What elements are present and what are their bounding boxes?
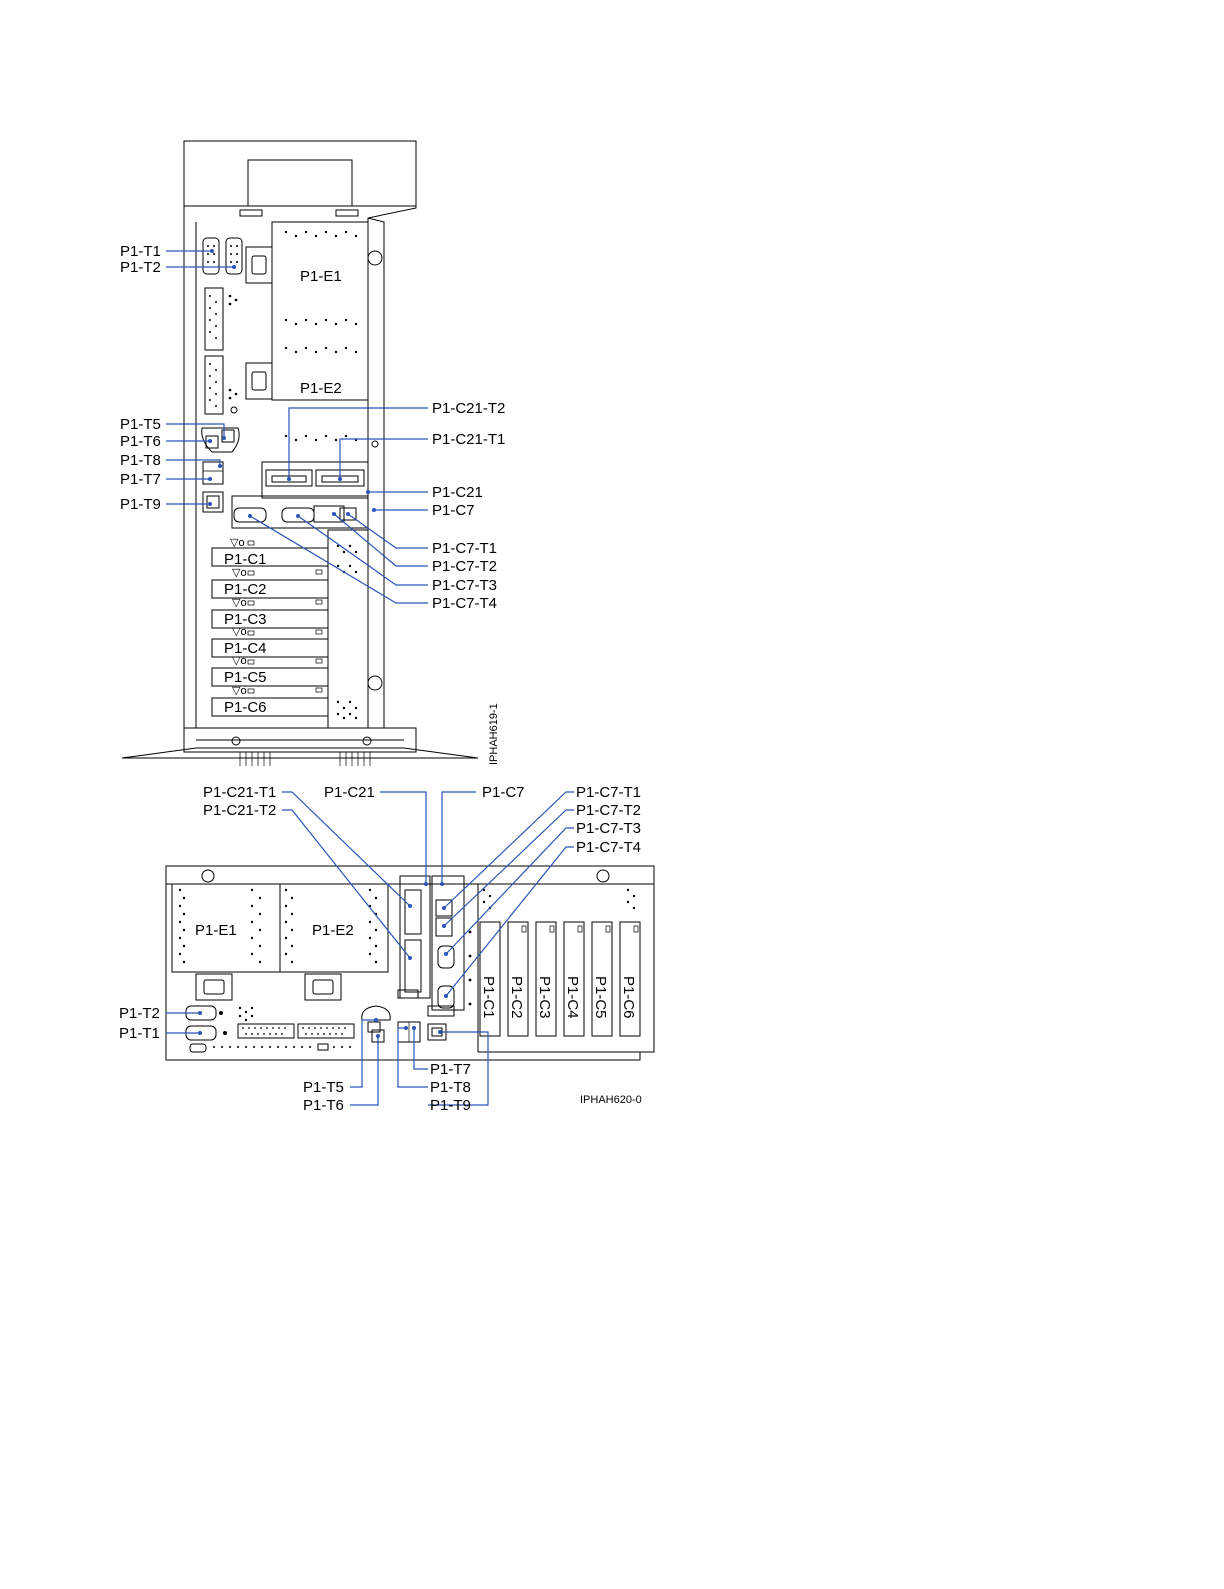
rack-callout-p1-t2: P1-T2 (119, 1005, 160, 1022)
rack-slot-p1-c2: P1-C2 (508, 976, 525, 1019)
rack-slot-p1-c3: P1-C3 (536, 976, 553, 1019)
tower-callout-p1-t1: P1-T1 (120, 243, 161, 260)
rack-callout-p1-c7-t3: P1-C7-T3 (576, 820, 641, 837)
rack-figure-id: IPHAH620-0 (580, 1094, 642, 1106)
svg-text:▽o: ▽o (232, 567, 247, 579)
svg-text:▽o: ▽o (232, 655, 247, 667)
tower-callout-p1-c7-t2: P1-C7-T2 (432, 558, 497, 575)
rack-callout-p1-c21-t2: P1-C21-T2 (203, 802, 276, 819)
rack-callout-p1-t8: P1-T8 (430, 1079, 471, 1096)
tower-slot-p1-c1: P1-C1 (224, 551, 267, 568)
rack-callout-p1-t9: P1-T9 (430, 1097, 471, 1114)
tower-slot-p1-c5: P1-C5 (224, 669, 267, 686)
svg-text:▽o: ▽o (230, 537, 245, 549)
tower-callout-p1-t8: P1-T8 (120, 452, 161, 469)
tower-callout-p1-c7: P1-C7 (432, 502, 475, 519)
rack-callout-p1-t7: P1-T7 (430, 1061, 471, 1078)
tower-slot-p1-c2: P1-C2 (224, 581, 267, 598)
rack-callout-p1-c21: P1-C21 (324, 784, 375, 801)
tower-callout-p1-c7-t3: P1-C7-T3 (432, 577, 497, 594)
rack-callout-p1-t5: P1-T5 (303, 1079, 344, 1096)
tower-figure-id: IPHAH619-1 (488, 703, 500, 765)
rack-callout-p1-c7-t4: P1-C7-T4 (576, 839, 641, 856)
tower-callout-p1-c7-t1: P1-C7-T1 (432, 540, 497, 557)
rack-callout-p1-c21-t1: P1-C21-T1 (203, 784, 276, 801)
rack-slot-p1-c5: P1-C5 (592, 976, 609, 1019)
tower-label-p1-e2: P1-E2 (300, 380, 342, 397)
tower-callout-p1-t7: P1-T7 (120, 471, 161, 488)
tower-callout-p1-t2: P1-T2 (120, 259, 161, 276)
tower-callout-p1-c21-t2: P1-C21-T2 (432, 400, 505, 417)
rack-callout-p1-c7-t2: P1-C7-T2 (576, 802, 641, 819)
tower-callout-p1-t6: P1-T6 (120, 433, 161, 450)
rack-slot-p1-c4: P1-C4 (564, 976, 581, 1019)
tower-view: P1-E1 P1-E2 (120, 140, 505, 766)
tower-callout-p1-c21: P1-C21 (432, 484, 483, 501)
rack-slot-p1-c6: P1-C6 (620, 976, 637, 1019)
rack-callout-p1-c7: P1-C7 (482, 784, 525, 801)
tower-callout-p1-c21-t1: P1-C21-T1 (432, 431, 505, 448)
tower-callout-p1-t9: P1-T9 (120, 496, 161, 513)
tower-callout-p1-t5: P1-T5 (120, 416, 161, 433)
rack-label-p1-e2: P1-E2 (312, 922, 354, 939)
svg-text:▽o: ▽o (232, 597, 247, 609)
tower-slot-p1-c6: P1-C6 (224, 699, 267, 716)
rack-callout-p1-t1: P1-T1 (119, 1025, 160, 1042)
rack-callout-p1-c7-t1: P1-C7-T1 (576, 784, 641, 801)
rack-callout-p1-t6: P1-T6 (303, 1097, 344, 1114)
svg-text:▽o: ▽o (232, 685, 247, 697)
tower-label-p1-e1: P1-E1 (300, 268, 342, 285)
tower-slot-p1-c4: P1-C4 (224, 640, 267, 657)
rack-label-p1-e1: P1-E1 (195, 922, 237, 939)
svg-text:▽o: ▽o (232, 626, 247, 638)
tower-callout-p1-c7-t4: P1-C7-T4 (432, 595, 497, 612)
tower-slot-p1-c3: P1-C3 (224, 611, 267, 628)
rack-view: P1-E1 P1-E2 (119, 784, 655, 1114)
rack-slot-p1-c1: P1-C1 (480, 976, 497, 1019)
